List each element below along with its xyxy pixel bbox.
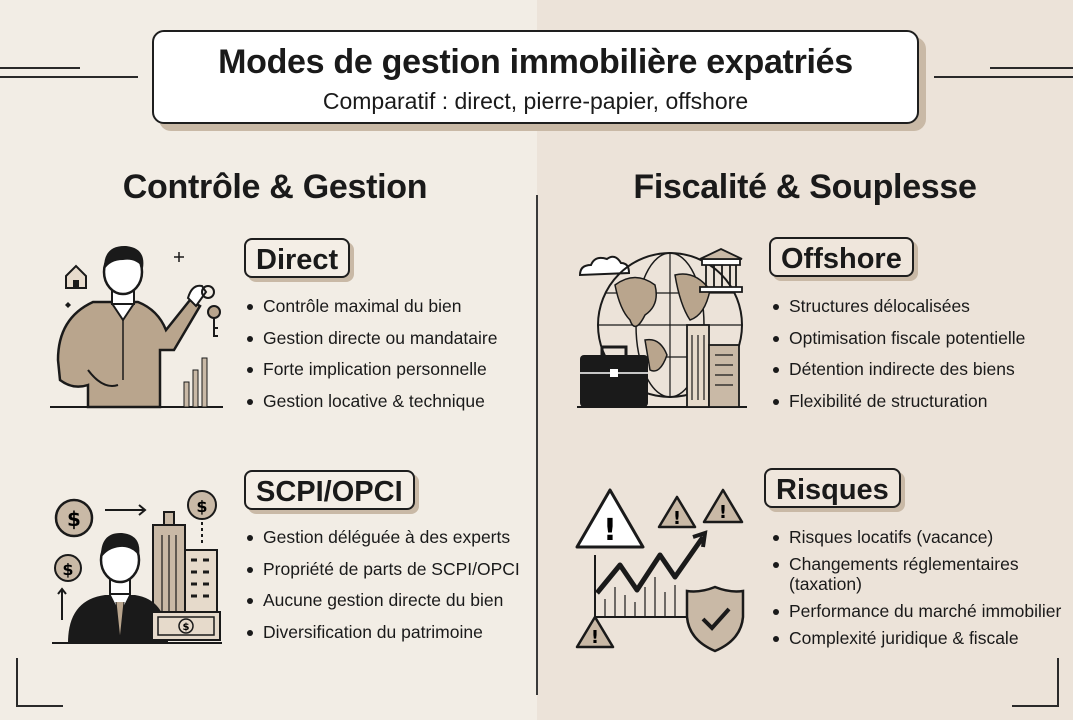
svg-text:$: $ xyxy=(196,497,207,516)
list-item: Flexibilité de structuration xyxy=(771,391,1025,411)
direct-list: Contrôle maximal du bien Gestion directe… xyxy=(245,296,497,422)
list-item: Gestion directe ou mandataire xyxy=(245,328,497,348)
decorative-line xyxy=(0,76,138,78)
svg-text:!: ! xyxy=(603,513,617,548)
page-title: Modes de gestion immobilière expatriés xyxy=(218,43,853,81)
list-item: Propriété de parts de SCPI/OPCI xyxy=(245,559,520,579)
decorative-line xyxy=(990,67,1073,69)
risques-list: Risques locatifs (vacance) Changements r… xyxy=(771,527,1071,655)
list-item: Changements réglementaires (taxation) xyxy=(771,554,1071,594)
svg-text:$: $ xyxy=(183,622,190,633)
svg-text:!: ! xyxy=(591,627,599,648)
decorative-line xyxy=(934,76,1073,78)
warning-chart-shield-icon: ! ! ! ! xyxy=(575,488,745,653)
page-subtitle: Comparatif : direct, pierre-papier, offs… xyxy=(322,88,749,114)
globe-briefcase-icon xyxy=(577,248,747,408)
person-keys-icon xyxy=(50,245,223,409)
svg-text:!: ! xyxy=(673,508,681,529)
list-item: Détention indirecte des biens xyxy=(771,359,1025,379)
list-item: Gestion déléguée à des experts xyxy=(245,527,520,547)
corner-bracket xyxy=(1012,658,1059,707)
decorative-line xyxy=(0,67,80,69)
risques-label: Risques xyxy=(764,468,901,508)
list-item: Aucune gestion directe du bien xyxy=(245,590,520,610)
businessman-buildings-icon: $ $ $ $ xyxy=(52,490,222,644)
direct-label: Direct xyxy=(244,238,351,278)
left-column-heading: Contrôle & Gestion xyxy=(122,168,428,206)
column-divider xyxy=(536,195,538,695)
right-column-heading: Fiscalité & Souplesse xyxy=(633,168,977,206)
list-item: Performance du marché immobilier xyxy=(771,601,1071,621)
list-item: Contrôle maximal du bien xyxy=(245,296,497,316)
corner-bracket xyxy=(16,658,63,707)
list-item: Forte implication personnelle xyxy=(245,359,497,379)
list-item: Diversification du patrimoine xyxy=(245,622,520,642)
list-item: Gestion locative & technique xyxy=(245,391,497,411)
title-box: Modes de gestion immobilière expatriés C… xyxy=(152,30,919,124)
scpi-opci-list: Gestion déléguée à des experts Propriété… xyxy=(245,527,520,653)
svg-text:!: ! xyxy=(719,502,727,523)
list-item: Complexité juridique & fiscale xyxy=(771,628,1071,648)
list-item: Optimisation fiscale potentielle xyxy=(771,328,1025,348)
offshore-list: Structures délocalisées Optimisation fis… xyxy=(771,296,1025,422)
list-item: Risques locatifs (vacance) xyxy=(771,527,1071,547)
svg-text:$: $ xyxy=(67,507,81,531)
list-item: Structures délocalisées xyxy=(771,296,1025,316)
svg-text:$: $ xyxy=(62,560,73,579)
offshore-label: Offshore xyxy=(769,237,914,277)
scpi-opci-label: SCPI/OPCI xyxy=(244,470,415,510)
